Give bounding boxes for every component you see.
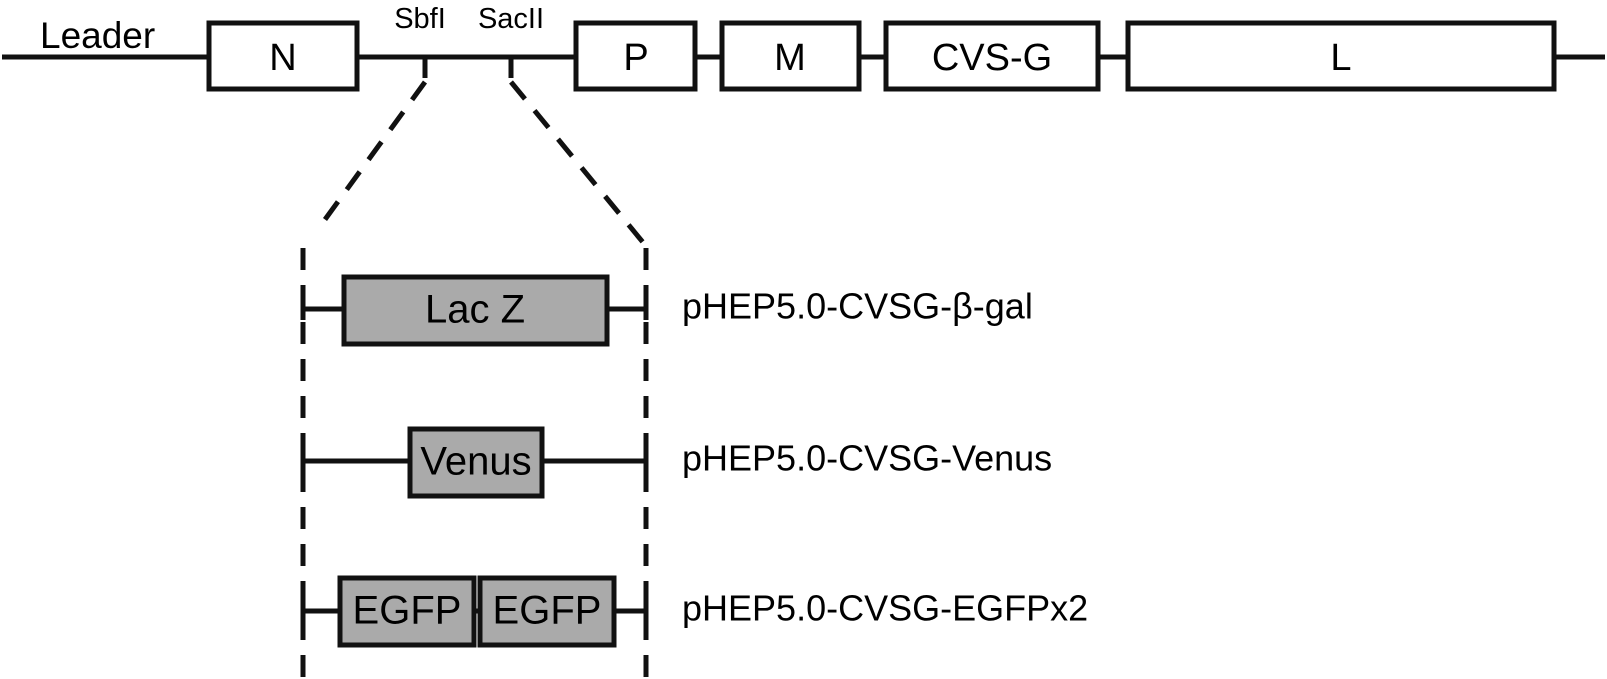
restriction-site-SbfI: SbfI [394,3,446,78]
insert-label-lacz: Lac Z [425,288,525,332]
gene-box-CVS-G [883,20,1101,92]
leader-label: Leader [40,15,155,56]
insert-box-egfp-1 [337,575,477,648]
gene-label-N: N [269,37,296,79]
site-label-SacII: SacII [478,3,544,35]
plasmid-name-beta-gal: pHEP5.0-CVSG-β-gal [682,286,1033,327]
insert-box-lacz [341,274,610,347]
insert-box-egfp-2 [477,575,617,648]
gene-box-N [206,20,360,92]
plasmid-name-egfpx2: pHEP5.0-CVSG-EGFPx2 [682,588,1088,629]
gene-M: M [719,20,862,92]
gene-label-M: M [774,37,806,79]
gene-N: N [206,20,360,92]
gene-box-L [1125,20,1557,92]
gene-label-P: P [623,37,648,79]
gene-P: P [573,20,698,92]
insert-row-lacz: Lac Z pHEP5.0-CVSG-β-gal [300,274,1033,347]
site-label-SbfI: SbfI [394,3,446,35]
gene-box-M [719,20,862,92]
zoom-line-right-diagonal [509,80,648,248]
zoom-lines [300,80,649,679]
gene-L: L [1125,20,1557,92]
insert-row-egfpx2: EGFP EGFP pHEP5.0-CVSG-EGFPx2 [300,575,1088,648]
gene-label-L: L [1330,37,1351,79]
insert-label-venus: Venus [420,440,531,484]
zoom-line-left-diagonal [318,80,428,227]
insert-box-venus [407,426,545,499]
insert-row-venus: Venus pHEP5.0-CVSG-Venus [300,426,1052,499]
gene-CVS-G: CVS-G [883,20,1101,92]
insert-label-egfp-1: EGFP [353,589,462,633]
plasmid-name-venus: pHEP5.0-CVSG-Venus [682,438,1052,479]
restriction-site-SacII: SacII [478,3,544,78]
gene-box-P [573,20,698,92]
gene-label-CVS-G: CVS-G [932,37,1052,79]
insert-label-egfp-2: EGFP [493,589,602,633]
